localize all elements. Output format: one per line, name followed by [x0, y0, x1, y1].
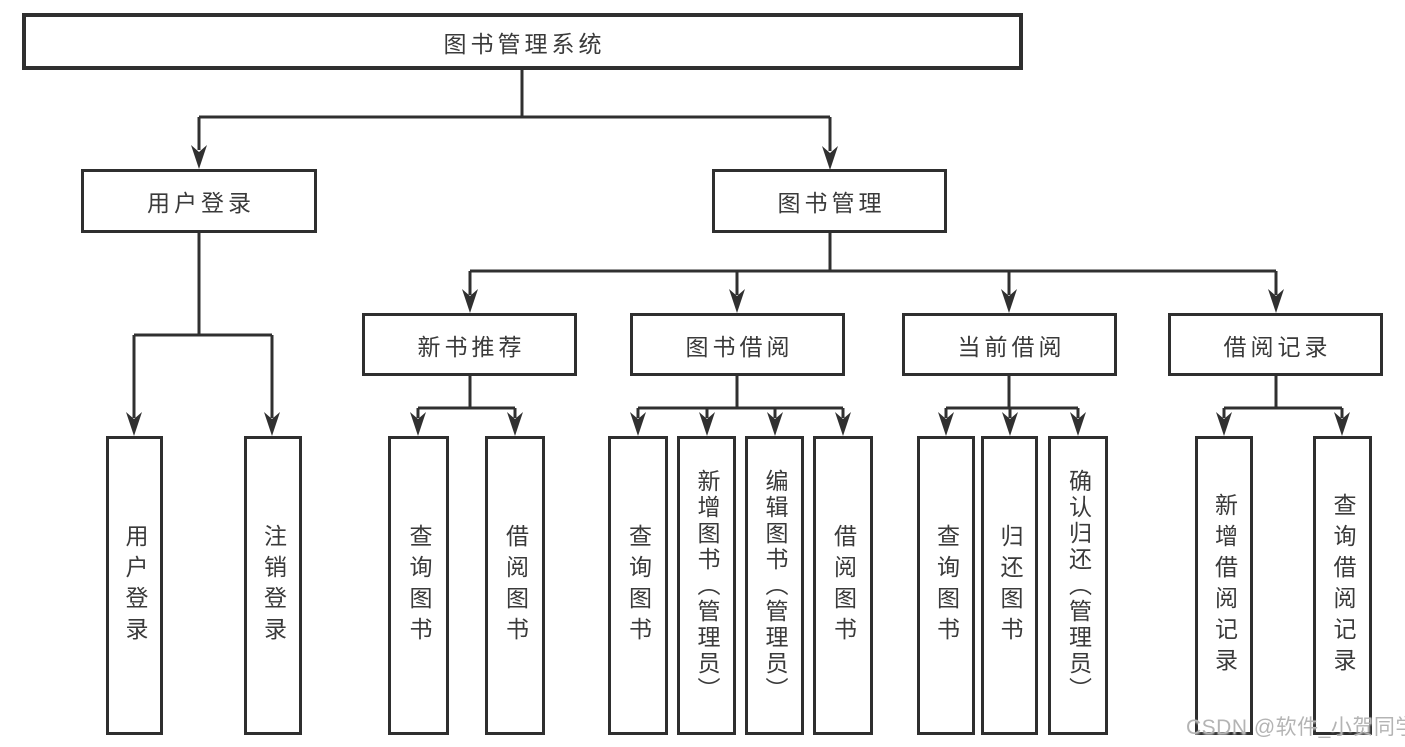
- node-user-login: 用户登录: [81, 169, 317, 233]
- node-book-management: 图书管理: [712, 169, 947, 233]
- node-borrowing-records: 借阅记录: [1168, 313, 1383, 376]
- node-new-book-recommendation: 新书推荐: [362, 313, 577, 376]
- node-leaf-logout: 注销登录: [244, 436, 302, 735]
- node-leaf-borrow-books-recommend: 借阅图书: [485, 436, 545, 735]
- node-leaf-confirm-return-admin: 确认归还（管理员）: [1048, 436, 1108, 735]
- node-leaf-query-books-recommend: 查询图书: [388, 436, 449, 735]
- node-library-management-system: 图书管理系统: [22, 13, 1023, 70]
- node-current-borrowing: 当前借阅: [902, 313, 1117, 376]
- node-leaf-borrow-books-borrowing: 借阅图书: [813, 436, 873, 735]
- node-leaf-edit-book-admin: 编辑图书（管理员）: [745, 436, 804, 735]
- node-leaf-user-login: 用户登录: [106, 436, 163, 735]
- node-book-borrowing: 图书借阅: [630, 313, 845, 376]
- node-leaf-add-borrow-record: 新增借阅记录: [1195, 436, 1253, 735]
- node-leaf-query-books-current: 查询图书: [917, 436, 975, 735]
- node-leaf-query-books-borrowing: 查询图书: [608, 436, 668, 735]
- node-leaf-return-books: 归还图书: [981, 436, 1038, 735]
- node-leaf-add-book-admin: 新增图书（管理员）: [677, 436, 736, 735]
- node-leaf-query-borrow-record: 查询借阅记录: [1313, 436, 1372, 735]
- csdn-watermark: CSDN @软件_小贺同学: [1186, 716, 1405, 739]
